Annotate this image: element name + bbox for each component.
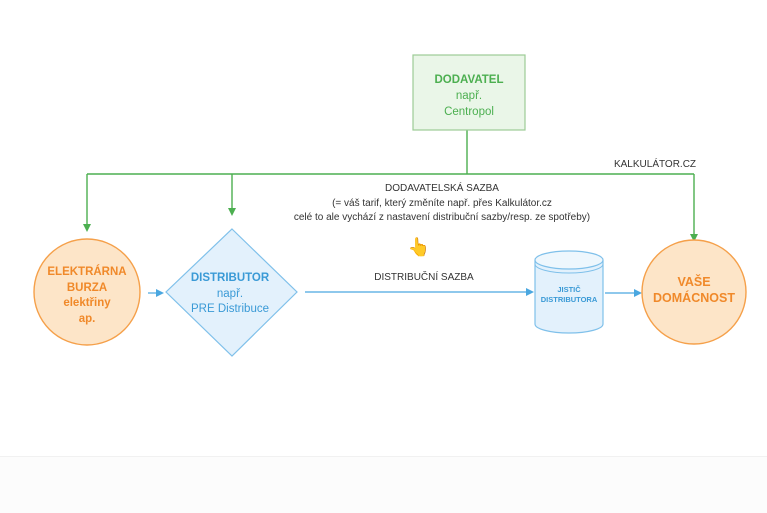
supplier-connectors xyxy=(83,130,698,242)
supplier-tariff-line1: (= váš tarif, který změníte např. přes K… xyxy=(332,198,552,209)
power-exchange-node: ELEKTRÁRNA BURZA elektřiny ap. xyxy=(33,238,141,346)
supplier-node: DODAVATEL např. Centropol xyxy=(412,54,526,131)
distribution-connectors xyxy=(148,288,642,297)
power-exchange-line3: elektřiny xyxy=(63,297,111,309)
supplier-title: DODAVATEL xyxy=(435,74,504,86)
household-circle xyxy=(641,239,747,345)
household-line1: VAŠE xyxy=(677,274,710,289)
distributor-title: DISTRIBUTOR xyxy=(191,272,270,284)
breaker-line2: DISTRIBUTORA xyxy=(541,295,598,304)
breaker-cylinder-body xyxy=(534,260,604,334)
breaker-cylinder-rim xyxy=(534,263,604,274)
supplier-tariff-annotation: DODAVATELSKÁ SAZBA (= váš tarif, který z… xyxy=(294,181,590,257)
distribution-tariff-label: DISTRIBUČNÍ SAZBA xyxy=(374,270,474,283)
breaker-line1: JISTIČ xyxy=(557,285,581,294)
distributor-node: DISTRIBUTOR např. PRE Distribuce xyxy=(165,228,298,357)
distributor-line1: např. xyxy=(217,288,243,300)
distributor-diamond xyxy=(165,228,298,357)
household-line2: DOMÁCNOST xyxy=(653,290,735,305)
pointing-hand-icon: 👆 xyxy=(408,236,430,257)
household-node: VAŠE DOMÁCNOST xyxy=(641,239,747,345)
breaker-cylinder-top xyxy=(534,250,604,270)
power-exchange-circle xyxy=(33,238,141,346)
power-exchange-line4: ap. xyxy=(79,313,96,325)
supplier-line2: Centropol xyxy=(444,106,494,118)
supplier-line1: např. xyxy=(456,90,482,102)
supplier-tariff-line2: celé to ale vychází z nastavení distribu… xyxy=(294,212,590,223)
supplier-box xyxy=(412,54,526,131)
page-footer-band xyxy=(0,456,767,513)
power-exchange-line1: ELEKTRÁRNA xyxy=(47,265,126,278)
site-label: KALKULÁTOR.CZ xyxy=(614,157,696,170)
supplier-tariff-title: DODAVATELSKÁ SAZBA xyxy=(385,181,499,194)
breaker-node: JISTIČ DISTRIBUTORA xyxy=(534,250,604,334)
power-exchange-line2: BURZA xyxy=(67,282,107,294)
distributor-line2: PRE Distribuce xyxy=(191,303,269,315)
